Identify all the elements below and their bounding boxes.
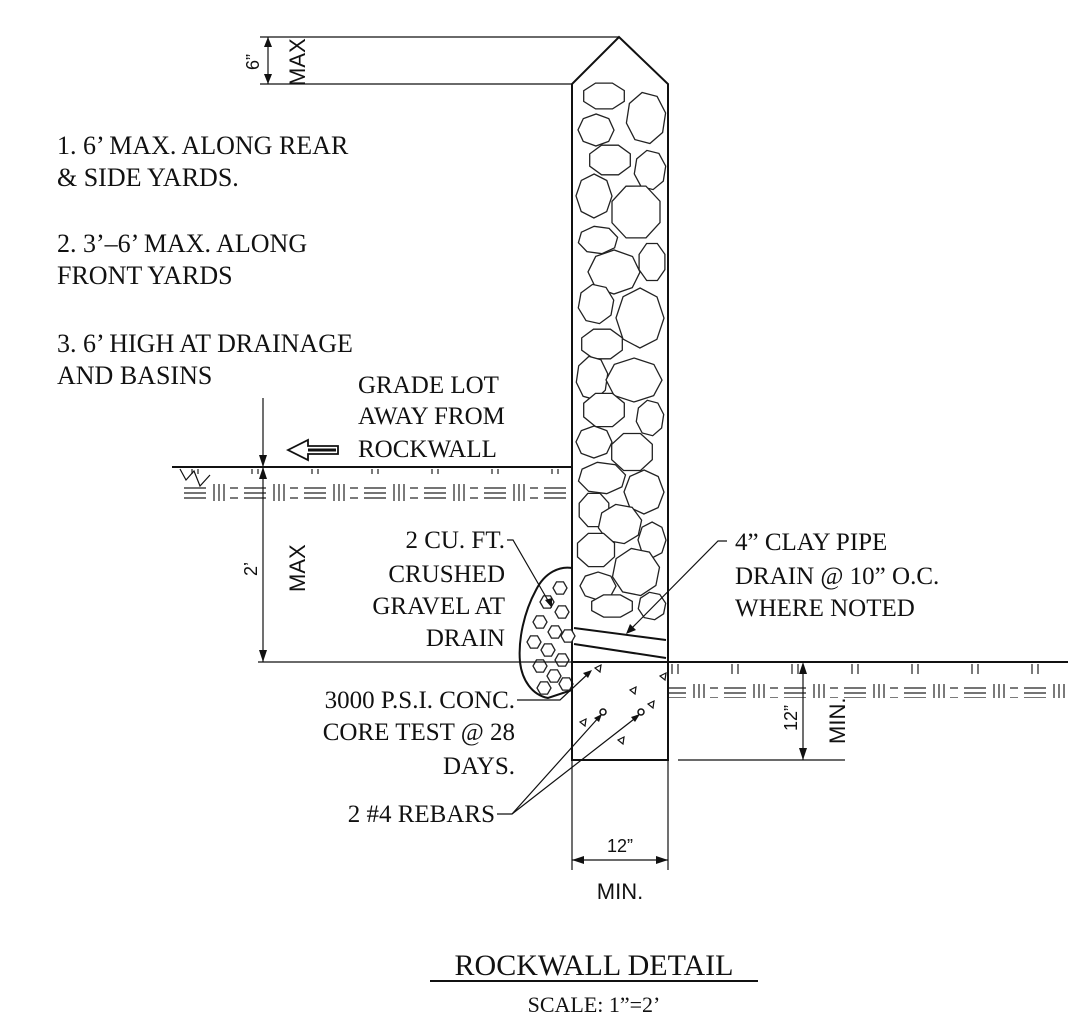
- gravel-hex: [532, 615, 548, 629]
- clay-pipe: [573, 627, 667, 659]
- grade-line-1: GRADE LOT: [358, 372, 499, 399]
- concrete-footing: [571, 661, 669, 761]
- grade-arrow-icon: [285, 438, 339, 462]
- rock-stone: [611, 185, 661, 239]
- note-1-line-1: 1. 6’ MAX. ALONG REAR: [57, 131, 349, 160]
- note-3-line-2: AND BASINS: [57, 361, 212, 390]
- aggregate-mark: [658, 671, 667, 682]
- rock-stone: [577, 225, 619, 255]
- rock-stone: [625, 91, 667, 145]
- aggregate-mark: [578, 717, 587, 728]
- footing-aggregate: [578, 663, 667, 746]
- dim-footing-width: 12” MIN.: [571, 760, 669, 904]
- note-3-line-1: 3. 6’ HIGH AT DRAINAGE: [57, 329, 353, 358]
- gravel-hex: [526, 635, 542, 649]
- lower-ground: [572, 661, 1068, 698]
- dim-footing-depth: 12” MIN.: [678, 662, 850, 761]
- rock-stone: [589, 144, 631, 176]
- gravel-hex: [547, 625, 563, 639]
- rock-stone: [615, 287, 665, 349]
- dim-mid-value: 2’: [241, 562, 261, 576]
- gravel-hex: [540, 643, 556, 657]
- dim-footing-depth-value: 12”: [781, 705, 801, 731]
- gravel-hex: [554, 653, 570, 667]
- pipe-line-2: DRAIN @ 10” O.C.: [735, 563, 939, 590]
- rock-stone: [577, 283, 615, 325]
- rock-stone: [577, 113, 615, 147]
- grade-line-3: ROCKWALL: [358, 436, 497, 463]
- conc-line-1: 3000 P.S.I. CONC.: [325, 687, 515, 714]
- note-2-line-1: 2. 3’–6’ MAX. ALONG: [57, 229, 307, 258]
- conc-line-2: CORE TEST @ 28: [323, 719, 515, 746]
- rock-stone: [633, 149, 667, 191]
- rock-stone: [638, 242, 666, 282]
- gravel-callout: 2 CU. FT. CRUSHED GRAVEL AT DRAIN: [372, 527, 552, 652]
- aggregate-mark: [628, 685, 637, 696]
- gravel-hex: [558, 677, 574, 691]
- dim-mid: 2’ MAX: [241, 398, 572, 663]
- rock-stones: [575, 82, 667, 621]
- gravel-line-1: 2 CU. FT.: [405, 527, 505, 554]
- rock-stone: [637, 591, 667, 621]
- rock-wall: [571, 35, 669, 663]
- rock-stone: [611, 432, 653, 472]
- note-2-line-2: FRONT YARDS: [57, 261, 233, 290]
- grade-line-2: AWAY FROM: [358, 403, 505, 430]
- rock-stone: [591, 594, 633, 618]
- aggregate-mark: [646, 699, 655, 710]
- general-notes: 1. 6’ MAX. ALONG REAR & SIDE YARDS. 2. 3…: [57, 131, 353, 390]
- dim-footing-width-value: 12”: [607, 836, 633, 856]
- gravel-hex: [552, 581, 568, 595]
- rock-stone: [575, 173, 613, 219]
- dim-footing-depth-min: MIN.: [825, 698, 850, 744]
- rock-stone: [579, 571, 617, 601]
- dim-top-value: 6”: [243, 54, 263, 70]
- dim-mid-max: MAX: [285, 544, 310, 592]
- pipe-line-1: 4” CLAY PIPE: [735, 529, 887, 556]
- gravel-line-4: DRAIN: [426, 625, 505, 652]
- rock-stone: [575, 425, 613, 459]
- dim-top-max: MAX: [285, 38, 310, 86]
- dim-footing-width-min: MIN.: [597, 879, 643, 904]
- pipe-callout: 4” CLAY PIPE DRAIN @ 10” O.C. WHERE NOTE…: [626, 529, 939, 634]
- gravel-line-3: GRAVEL AT: [372, 593, 505, 620]
- rebar-callout: 2 #4 REBARS: [348, 714, 640, 828]
- gravel-hex: [554, 605, 570, 619]
- gravel-hexagons: [526, 581, 576, 695]
- title-block: ROCKWALL DETAIL SCALE: 1”=2’: [430, 949, 758, 1017]
- upper-ground: [172, 466, 572, 501]
- pipe-line-3: WHERE NOTED: [735, 595, 915, 622]
- aggregate-mark: [593, 663, 602, 674]
- rock-stone: [577, 461, 627, 495]
- lower-ground-hatch: [668, 664, 1068, 698]
- rock-stone: [635, 399, 665, 437]
- grade-callout: GRADE LOT AWAY FROM ROCKWALL: [285, 372, 505, 463]
- dim-top: 6” MAX: [243, 36, 619, 86]
- gravel-hex: [532, 659, 548, 673]
- aggregate-mark: [616, 735, 625, 746]
- rock-stone: [576, 532, 616, 568]
- upper-ground-hatch: [180, 469, 572, 501]
- rock-stone: [611, 547, 661, 597]
- rock-stone: [597, 503, 643, 545]
- gravel-hex: [536, 681, 552, 695]
- gravel-hex: [546, 669, 562, 683]
- rebar-dot: [599, 708, 607, 716]
- rock-stone: [581, 328, 623, 360]
- detail-scale: SCALE: 1”=2’: [528, 992, 661, 1017]
- note-1-line-2: & SIDE YARDS.: [57, 163, 239, 192]
- gravel-line-2: CRUSHED: [388, 561, 505, 588]
- rebar-dot: [637, 708, 645, 716]
- rock-stone: [623, 469, 665, 515]
- rock-stone: [583, 82, 625, 110]
- gravel-hex: [560, 629, 576, 643]
- rock-stone: [605, 357, 663, 403]
- rock-stone: [583, 392, 625, 428]
- rebar-label: 2 #4 REBARS: [348, 801, 495, 828]
- concrete-callout: 3000 P.S.I. CONC. CORE TEST @ 28 DAYS.: [323, 670, 592, 780]
- conc-line-3: DAYS.: [443, 753, 515, 780]
- detail-title: ROCKWALL DETAIL: [455, 949, 734, 982]
- gravel-pocket: [518, 566, 576, 700]
